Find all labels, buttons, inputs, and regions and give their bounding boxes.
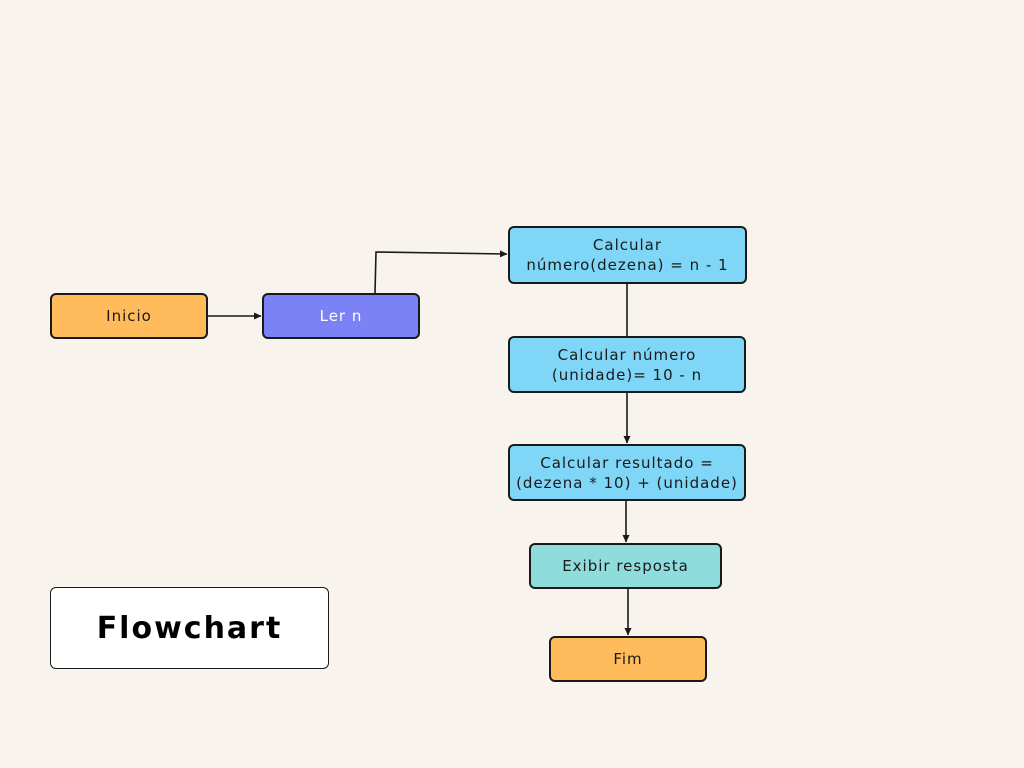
node-inicio-label: Inicio — [106, 307, 152, 325]
node-calcular-unidade-line-1: Calcular número — [557, 345, 697, 364]
node-ler-n: Ler n — [262, 293, 420, 339]
node-fim-label: Fim — [613, 650, 643, 668]
node-calcular-resultado: Calcular resultado = (dezena * 10) + (un… — [508, 444, 746, 501]
node-calcular-dezena-line-2: número(dezena) = n - 1 — [526, 256, 729, 274]
diagram-title-box: Flowchart — [50, 587, 329, 669]
node-calcular-resultado-line-2: (dezena * 10) + (unidade) — [516, 473, 738, 492]
node-calcular-unidade-line-2: (unidade)= 10 - n — [551, 365, 703, 384]
node-fim: Fim — [549, 636, 707, 682]
node-ler-n-label: Ler n — [319, 307, 363, 325]
node-calcular-resultado-line-1: Calcular resultado = — [540, 453, 714, 472]
node-exibir-resposta: Exibir resposta — [529, 543, 722, 589]
edge-ler-calc1 — [374, 250, 508, 294]
node-calcular-dezena: Calcular número(dezena) = n - 1 — [508, 226, 747, 284]
node-exibir-resposta-label: Exibir resposta — [562, 557, 689, 575]
node-calcular-dezena-line-1: Calcular — [592, 236, 663, 254]
diagram-title: Flowchart — [96, 610, 283, 646]
node-calcular-unidade: Calcular número (unidade)= 10 - n — [508, 336, 746, 393]
node-inicio: Inicio — [50, 293, 208, 339]
